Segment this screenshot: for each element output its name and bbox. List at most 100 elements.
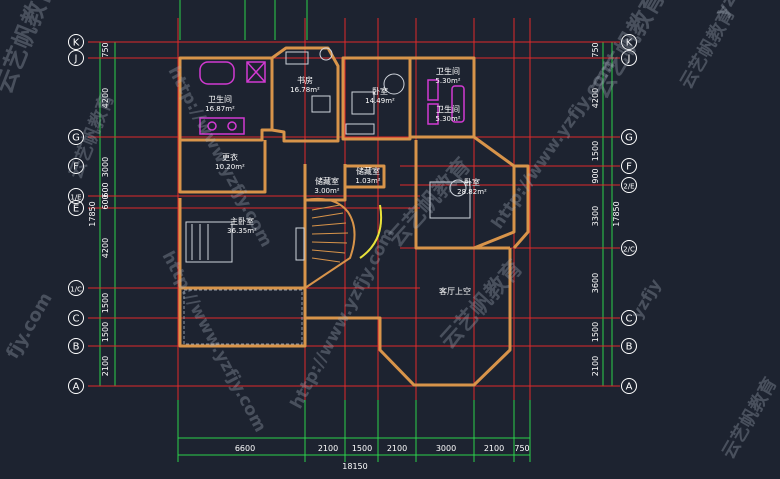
dim-right-value: 750	[591, 42, 600, 57]
axis-label: J	[74, 54, 78, 65]
dim-bottom-value: 3000	[436, 444, 456, 453]
axis-bubble-left: C	[68, 310, 84, 326]
axis-label: F	[73, 162, 79, 173]
dim-left-value: 2100	[101, 356, 110, 376]
axis-label: B	[626, 342, 633, 353]
axis-label: 2/C	[623, 246, 635, 254]
room-area: 3.00m²	[314, 187, 339, 195]
dim-left-total: 17850	[88, 201, 97, 226]
axis-label: C	[626, 314, 633, 325]
room-area: 16.87m²	[205, 105, 235, 113]
dim-right-value: 900	[591, 168, 600, 183]
room-name: 卧室	[372, 86, 388, 96]
axis-label: G	[72, 133, 80, 144]
desk-icon	[285, 51, 309, 65]
bed-icon	[351, 91, 375, 115]
furniture	[183, 47, 471, 345]
room-area: 10.20m²	[215, 163, 245, 171]
axis-bubble-left: A	[68, 378, 84, 394]
axis-bubble-right: K	[621, 34, 637, 50]
room-name: 储藏室	[315, 176, 339, 186]
axis-bubble-right: 2/E	[621, 177, 637, 193]
dim-left-value: 1500	[101, 322, 110, 342]
room-area: 14.49m²	[365, 97, 395, 105]
room-area: 36.35m²	[227, 227, 257, 235]
dim-right-value: 2100	[591, 356, 600, 376]
walls	[178, 46, 530, 387]
bathtub-small-icon	[451, 85, 465, 123]
dim-right-value: 1500	[591, 141, 600, 161]
room-name: 卧室	[464, 177, 480, 187]
axis-bubble-left: G	[68, 129, 84, 145]
axis-bubble-left: E	[68, 200, 84, 216]
dim-bottom-value: 1500	[352, 444, 372, 453]
axis-label: 1/C	[70, 286, 82, 294]
dim-bottom-value: 2100	[387, 444, 407, 453]
dim-left-value: 600	[101, 182, 110, 197]
axis-bubble-left: B	[68, 338, 84, 354]
dim-left-value: 600	[101, 194, 110, 209]
axis-bubble-right: J	[621, 50, 637, 66]
dim-left-value: 3000	[101, 157, 110, 177]
room-area: 5.30m²	[435, 115, 460, 123]
double-sink-icon	[199, 117, 245, 135]
axis-bubble-right: A	[621, 378, 637, 394]
master-bed-icon	[429, 181, 471, 219]
axis-label: J	[627, 54, 631, 65]
axis-label: 1/E	[70, 194, 81, 202]
room-name: 卫生间	[208, 94, 232, 104]
axis-bubble-right: B	[621, 338, 637, 354]
fixtures	[199, 61, 465, 135]
axis-label: B	[73, 342, 80, 353]
axis-bubble-left: J	[68, 50, 84, 66]
axis-label: F	[626, 162, 632, 173]
dim-right-value: 3600	[591, 273, 600, 293]
axis-label: K	[73, 38, 80, 49]
axis-label: K	[626, 38, 633, 49]
bathtub-icon	[199, 61, 235, 85]
dim-right-value: 1500	[591, 322, 600, 342]
curved-staircase	[304, 197, 382, 289]
axis-bubble-right: C	[621, 310, 637, 326]
room-area: 5.30m²	[435, 77, 460, 85]
axis-bubble-left: F	[68, 158, 84, 174]
axis-label: A	[73, 382, 80, 393]
axis-bubbles-right: KJ G F 2/E 2/C C B A	[621, 34, 637, 394]
axis-bubble-left: K	[68, 34, 84, 50]
room-area: 28.82m²	[457, 188, 487, 196]
axis-bubble-left: 1/C	[68, 280, 84, 296]
axis-bubble-right: F	[621, 158, 637, 174]
axis-label: E	[73, 204, 79, 215]
axis-bubble-right: 2/C	[621, 240, 637, 256]
dim-left-value: 750	[101, 42, 110, 57]
room-name: 主卧室	[230, 216, 254, 226]
king-bed-icon	[185, 221, 233, 263]
room-name: 更衣	[222, 152, 238, 162]
axis-label: A	[626, 382, 633, 393]
shower-icon	[246, 61, 266, 83]
dim-bottom-total: 18150	[342, 462, 367, 471]
axis-bubbles-left: KJ G F 1/E E 1/C C B A	[68, 34, 84, 394]
dim-left-value: 4200	[101, 88, 110, 108]
room-name: 储藏室	[356, 166, 380, 176]
dim-left-value: 4200	[101, 238, 110, 258]
dim-bottom-value: 750	[514, 444, 529, 453]
axis-bubble-left: 1/E	[68, 188, 84, 204]
axis-label: G	[625, 133, 633, 144]
room-name: 客厅上空	[439, 286, 471, 296]
dim-right-value: 4200	[591, 88, 600, 108]
room-label: 客厅上空	[439, 286, 471, 296]
dim-right-value: 3300	[591, 206, 600, 226]
dim-bottom-value: 6600	[235, 444, 255, 453]
